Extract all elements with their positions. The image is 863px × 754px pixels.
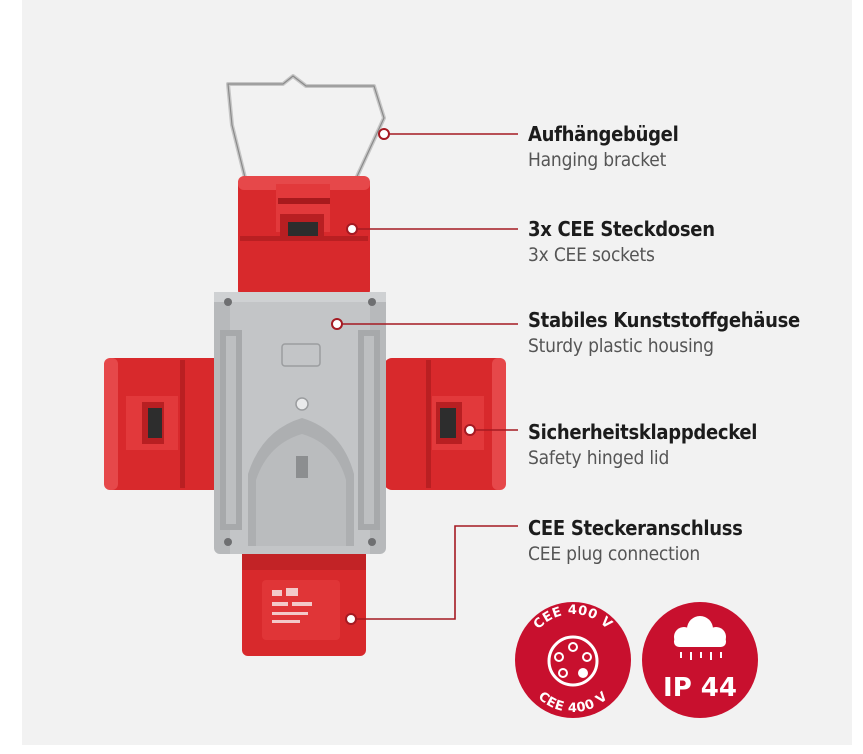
callout-title: 3x CEE Steckdosen <box>528 217 715 241</box>
callout-subtitle: CEE plug connection <box>528 543 701 565</box>
callout-safety-lid: Sicherheitsklappdeckel Safety hinged lid <box>528 419 757 471</box>
callout-subtitle: Safety hinged lid <box>528 447 670 469</box>
callout-cee-sockets: 3x CEE Steckdosen 3x CEE sockets <box>528 216 715 268</box>
callout-subtitle: Sturdy plastic housing <box>528 335 714 357</box>
marker-dot <box>464 424 476 436</box>
callout-plug-connection: CEE Steckeranschluss CEE plug connection <box>528 515 743 567</box>
ip44-badge: IP 44 <box>642 602 758 718</box>
callout-title: Sicherheitsklappdeckel <box>528 420 758 444</box>
callout-title: CEE Steckeranschluss <box>528 516 743 540</box>
rain-cloud-icon <box>674 616 726 660</box>
callout-title: Aufhängebügel <box>528 122 679 146</box>
leader-lines <box>338 133 518 620</box>
five-pin-socket-icon <box>547 635 599 687</box>
marker-dot <box>331 318 343 330</box>
callout-subtitle: 3x CEE sockets <box>528 244 655 266</box>
bottom-plug <box>242 548 366 656</box>
ip-badge-text: IP 44 <box>663 673 737 703</box>
callout-subtitle: Hanging bracket <box>528 149 667 171</box>
callout-hanging-bracket: Aufhängebügel Hanging bracket <box>528 121 679 173</box>
callout-title: Stabiles Kunststoffgehäuse <box>528 308 800 332</box>
top-socket <box>238 176 370 298</box>
cee-400v-badge: CEE 400 V CEE 400 V <box>515 602 631 718</box>
callout-plastic-housing: Stabiles Kunststoffgehäuse Sturdy plasti… <box>528 307 800 359</box>
marker-dot <box>378 128 390 140</box>
plastic-housing <box>214 292 386 554</box>
left-socket <box>104 358 226 490</box>
marker-dot <box>346 223 358 235</box>
marker-dot <box>345 613 357 625</box>
right-socket <box>384 358 506 490</box>
